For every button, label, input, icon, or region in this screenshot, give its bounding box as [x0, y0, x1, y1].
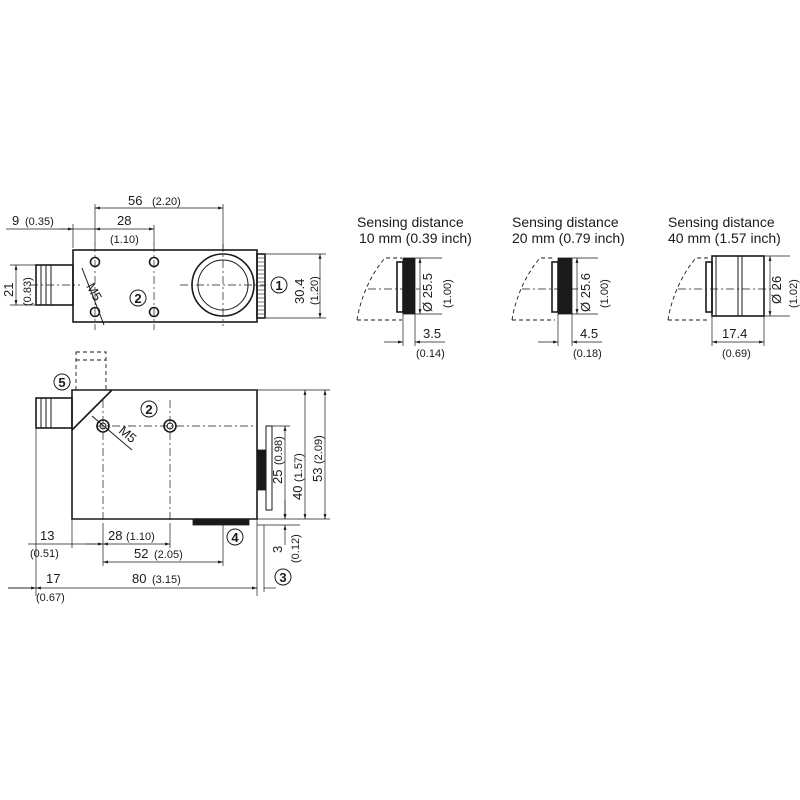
variant-2-lens	[557, 257, 573, 315]
front-dim-28: 28	[108, 528, 122, 543]
front-view-callout-3	[274, 568, 292, 586]
variant-3-diameter-in: (1.02)	[788, 279, 800, 308]
front-view: 5 M5 2 4 3 25 (0.98) 40	[8, 351, 330, 604]
variant-1-diameter-in: (1.00)	[442, 279, 454, 308]
variant-3-length-in: (0.69)	[722, 348, 751, 360]
variant-3-subtitle: 40 mm (1.57 inch)	[668, 230, 781, 246]
top-view-hole	[148, 256, 160, 268]
top-view-callout-1	[270, 276, 288, 294]
sensing-variant-20mm: Sensing distance 20 mm (0.79 inch) Ø 25.…	[511, 214, 625, 360]
variant-1-diameter: Ø 25.5	[420, 273, 435, 312]
top-view-hole	[89, 256, 101, 268]
variant-1-housing	[396, 261, 404, 313]
variant-1-lens	[402, 257, 416, 315]
front-dim-40: 40	[290, 486, 305, 500]
front-dim-52-in: (2.05)	[154, 549, 183, 561]
front-view-lens-edge	[265, 425, 273, 511]
variant-3-length: 17.4	[722, 326, 747, 341]
front-dim-25: 25	[270, 470, 285, 484]
variant-2-diameter-in: (1.00)	[599, 279, 611, 308]
variant-2-subtitle: 20 mm (0.79 inch)	[512, 230, 625, 246]
top-dim-9-in: (0.35)	[25, 216, 54, 228]
front-view-callout-5	[53, 373, 71, 391]
top-dim-21: 21	[1, 283, 16, 297]
front-dim-25-in: (0.98)	[273, 436, 285, 465]
top-view-callout-2	[129, 289, 147, 307]
front-view-callout-4-label: 4	[231, 530, 239, 545]
variant-2-length: 4.5	[580, 326, 598, 341]
top-view-callout-2-label: 2	[134, 291, 141, 306]
front-dim-28-in: (1.10)	[126, 531, 155, 543]
variant-1-title: Sensing distance	[357, 214, 464, 230]
variant-1-length-in: (0.14)	[416, 348, 445, 360]
variant-1-subtitle: 10 mm (0.39 inch)	[359, 230, 472, 246]
sensing-variant-10mm: Sensing distance 10 mm (0.39 inch) Ø 25.…	[356, 214, 472, 360]
front-dim-52: 52	[134, 546, 148, 561]
top-dim-21-in: (0.83)	[22, 277, 34, 306]
variant-2-title: Sensing distance	[512, 214, 619, 230]
front-dim-3-in: (0.12)	[290, 534, 302, 563]
front-view-connector	[35, 397, 73, 429]
variant-2-housing	[551, 261, 559, 313]
variant-3-title: Sensing distance	[668, 214, 775, 230]
variant-2-length-in: (0.18)	[573, 348, 602, 360]
front-view-body	[71, 389, 258, 520]
front-dim-13-in: (0.51)	[30, 548, 59, 560]
top-view: M5 2 1 56 (2.20) 28 (1.10) 9 (0.35) 21 (…	[1, 193, 326, 330]
front-view-callout-5-label: 5	[58, 375, 65, 390]
top-view-callout-1-label: 1	[275, 278, 282, 293]
front-view-emitter	[256, 449, 267, 491]
front-dim-3: 3	[270, 546, 285, 553]
variant-1-length: 3.5	[423, 326, 441, 341]
top-dim-9: 9	[12, 213, 19, 228]
top-view-thread-label: M5	[83, 280, 105, 303]
top-dim-30-4-in: (1.20)	[309, 276, 321, 305]
front-dim-80-in: (3.15)	[152, 574, 181, 586]
top-dim-28-in: (1.10)	[110, 234, 139, 246]
variant-3-housing	[705, 261, 713, 313]
front-dim-17-in: (0.67)	[36, 592, 65, 604]
front-dim-53: 53	[310, 468, 325, 482]
front-dim-13: 13	[40, 528, 54, 543]
front-dim-17: 17	[46, 571, 60, 586]
variant-3-diameter: Ø 26	[769, 276, 784, 304]
sensing-variant-40mm: Sensing distance 40 mm (1.57 inch) Ø 26 …	[667, 214, 800, 360]
front-view-callout-2-label: 2	[145, 402, 152, 417]
variant-2-diameter: Ø 25.6	[578, 273, 593, 312]
front-dim-53-in: (2.09)	[313, 435, 325, 464]
top-dim-56: 56	[128, 193, 142, 208]
top-view-hole	[148, 306, 160, 318]
front-dim-80: 80	[132, 571, 146, 586]
front-dim-40-in: (1.57)	[293, 453, 305, 482]
top-dim-56-in: (2.20)	[152, 196, 181, 208]
top-view-emitter-knurl	[257, 257, 265, 315]
front-view-callout-4	[226, 528, 244, 546]
front-view-callout-2	[140, 400, 158, 418]
front-view-callout-3-label: 3	[279, 570, 286, 585]
top-dim-28: 28	[117, 213, 131, 228]
front-view-terminal	[192, 518, 250, 526]
top-dim-30-4: 30.4	[292, 279, 307, 304]
front-view-connector-alt	[75, 351, 107, 391]
